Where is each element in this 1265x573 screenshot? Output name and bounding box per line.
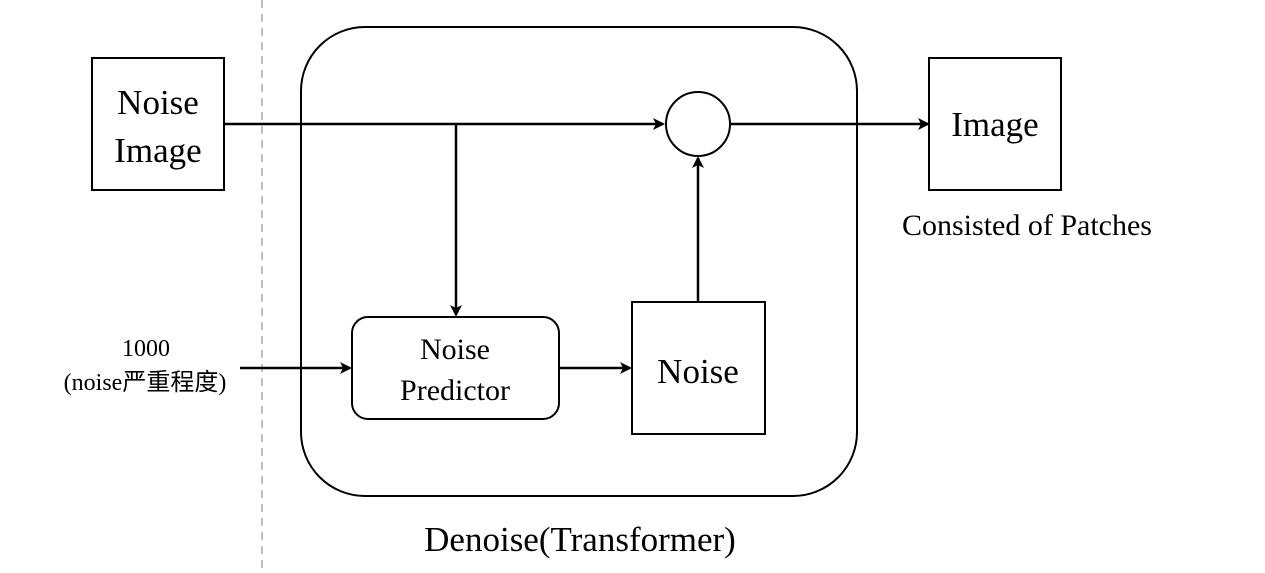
timestep-value-label: 1000 — [122, 336, 170, 362]
output-caption: Consisted of Patches — [902, 209, 1152, 242]
denoise-container-caption: Denoise(Transformer) — [424, 520, 736, 559]
noise-node[interactable]: Noise — [631, 301, 766, 435]
noise-predictor-node[interactable]: Noise Predictor — [351, 316, 560, 420]
denoise-container[interactable] — [300, 26, 858, 497]
noise-image-node[interactable]: Noise Image — [91, 57, 225, 191]
noise-predictor-label-line1: Noise — [420, 333, 490, 366]
noise-label: Noise — [657, 352, 739, 391]
timestep-description-label: (noise严重程度) — [64, 369, 227, 396]
noise-image-label-line2: Image — [114, 131, 201, 170]
output-image-label: Image — [951, 105, 1038, 144]
noise-predictor-label-line2: Predictor — [400, 374, 510, 407]
combine-operator-node[interactable] — [665, 91, 731, 157]
output-image-node[interactable]: Image — [928, 57, 1062, 191]
noise-image-label-line1: Noise — [117, 83, 199, 122]
